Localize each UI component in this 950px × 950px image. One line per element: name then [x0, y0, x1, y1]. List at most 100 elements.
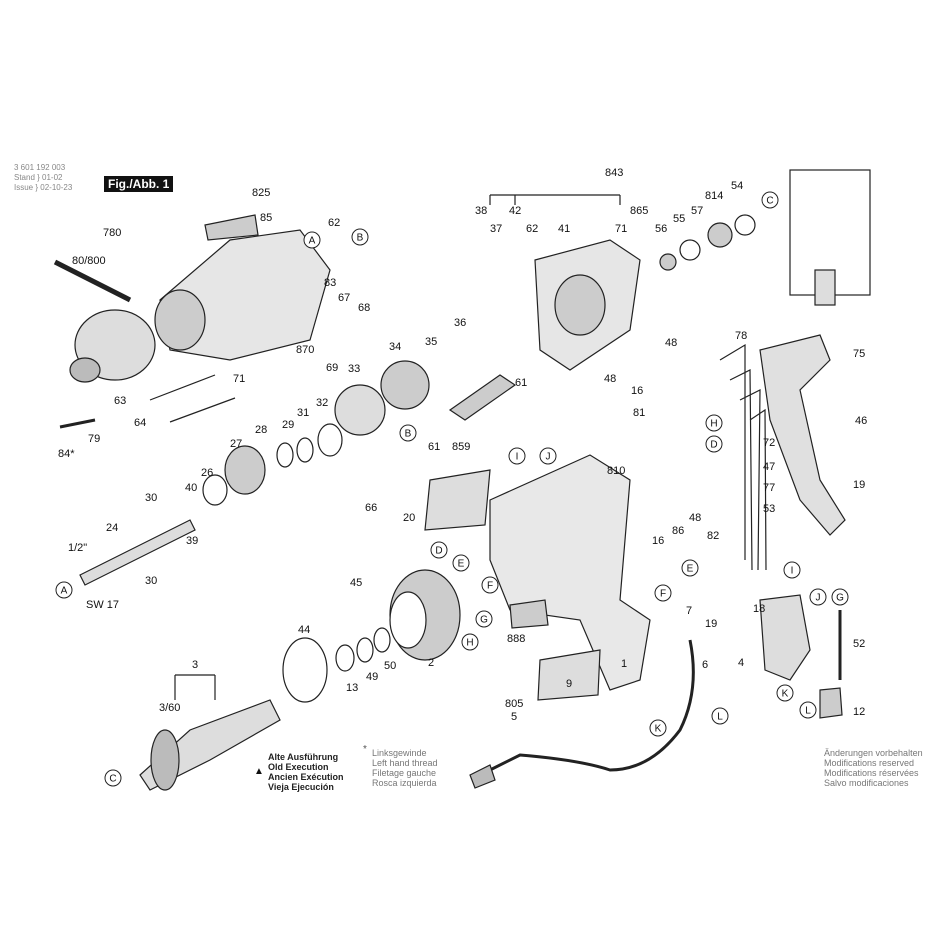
part-label: 865 [630, 205, 648, 217]
switch [759, 594, 811, 681]
part-label: 19 [853, 479, 865, 491]
part-label: 34 [389, 341, 401, 353]
part-label: 39 [186, 535, 198, 547]
label-plate [204, 214, 259, 241]
legend-line: Rosca izquierda [372, 778, 437, 788]
part-label: 77 [763, 482, 775, 494]
part-label: 16 [652, 535, 664, 547]
header-block: 3 601 192 003 Stand } 01-02 Issue } 02-1… [14, 163, 73, 192]
callout-circle [481, 576, 499, 594]
plug [469, 764, 496, 789]
callout-circle [681, 559, 699, 577]
callout-h: H [461, 633, 479, 651]
issue-date: 02-10-23 [40, 183, 73, 192]
part-label: 82 [707, 530, 719, 542]
part-label: 16 [631, 385, 643, 397]
part-label: 36 [454, 317, 466, 329]
callout-circle [508, 447, 526, 465]
handle-shell [759, 334, 846, 536]
legend-line: Salvo modificaciones [824, 778, 909, 788]
part-label: 46 [855, 415, 867, 427]
label-9 [537, 649, 601, 701]
part-label: 62 [526, 223, 538, 235]
callout-circle [705, 435, 723, 453]
part-label: 71 [615, 223, 627, 235]
callout-circle [705, 414, 723, 432]
callout-circle [475, 610, 493, 628]
legend-line: Filetage gauche [372, 768, 437, 778]
callout-b: B [399, 424, 417, 442]
left-thread-symbol: * [363, 744, 367, 755]
spindle [79, 519, 196, 586]
callout-circle [799, 701, 817, 719]
callout-a: A [55, 581, 73, 599]
callout-a: A [303, 231, 321, 249]
part-label: 33 [348, 363, 360, 375]
legend-line: Vieja Ejecución [268, 782, 334, 792]
callout-letter: H [710, 419, 717, 430]
callout-d: D [430, 541, 448, 559]
part-label: 53 [763, 503, 775, 515]
part-label: 32 [316, 397, 328, 409]
callout-f: F [481, 576, 499, 594]
callout-l: L [711, 707, 729, 725]
part-label: 1/2" [68, 542, 87, 554]
callout-letter: G [836, 593, 844, 604]
part-label: 75 [853, 348, 865, 360]
part-label: 83 [324, 277, 336, 289]
label-20 [424, 469, 491, 531]
part-label: 35 [425, 336, 437, 348]
part-label: 4 [738, 657, 744, 669]
legend-line: Alte Ausführung [268, 752, 339, 762]
part-label: 18 [753, 603, 765, 615]
part-label: 859 [452, 441, 470, 453]
callout-letter: A [309, 236, 316, 247]
callout-j: J [539, 447, 557, 465]
part-label: 38 [475, 205, 487, 217]
part-label: 48 [604, 373, 616, 385]
part-label: 870 [296, 344, 314, 356]
callout-letter: I [791, 566, 794, 577]
callout-circle [351, 228, 369, 246]
part-label: 6 [702, 659, 708, 671]
part-label: 63 [114, 395, 126, 407]
part-label: 3 [192, 659, 198, 671]
gear-34 [380, 360, 430, 410]
callout-f: F [654, 584, 672, 602]
legend-execution: Alte Ausführung Old Execution Ancien Exé… [268, 752, 344, 792]
legend-line: Linksgewinde [372, 748, 427, 758]
part-label: 780 [103, 227, 121, 239]
part-label: 48 [665, 337, 677, 349]
part-label: 47 [763, 461, 775, 473]
callout-k: K [649, 719, 667, 737]
callout-letter: G [480, 615, 488, 626]
callout-i: I [508, 447, 526, 465]
part-label: 61 [428, 441, 440, 453]
part-label: 28 [255, 424, 267, 436]
stand-label: Stand [14, 173, 35, 182]
part-label: 44 [298, 624, 310, 636]
part-label: 843 [605, 167, 623, 179]
callout-g: G [475, 610, 493, 628]
bearing-27 [224, 445, 266, 495]
callout-letter: B [357, 233, 364, 244]
callout-letter: D [710, 440, 717, 451]
part-label: 3/60 [159, 702, 180, 714]
part-label: 7 [686, 605, 692, 617]
callout-letter: C [109, 774, 116, 785]
callout-letter: I [516, 452, 519, 463]
part-label: 19 [705, 618, 717, 630]
stand-date: 01-02 [42, 173, 63, 182]
part-label: 61 [515, 377, 527, 389]
callout-e: E [681, 559, 699, 577]
callout-l: L [799, 701, 817, 719]
part-label: 57 [691, 205, 703, 217]
callout-letter: E [458, 559, 465, 570]
part-label: 27 [230, 438, 242, 450]
part-label: 30 [145, 575, 157, 587]
callout-circle [711, 707, 729, 725]
callout-letter: K [782, 689, 789, 700]
